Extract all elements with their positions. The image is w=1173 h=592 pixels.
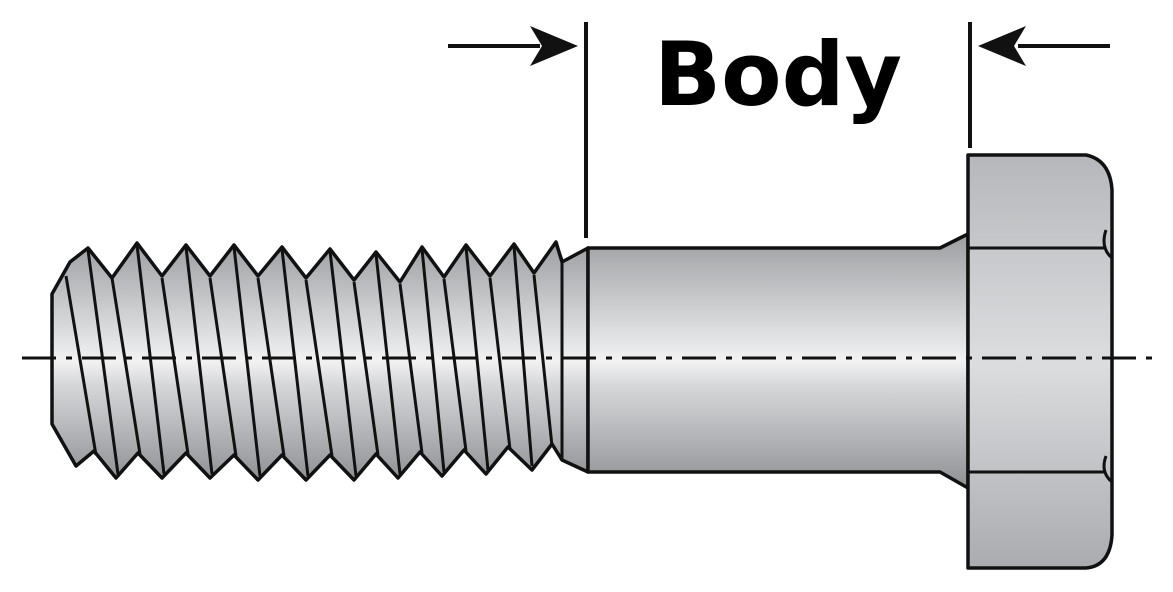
hex-head xyxy=(966,153,1114,570)
body-label: Body xyxy=(654,23,902,126)
thread-section xyxy=(50,240,590,482)
hex-corner-top xyxy=(1102,229,1114,260)
arrow-left-head xyxy=(978,26,1026,66)
thread-helix-lines xyxy=(64,243,564,477)
hex-corner-bottom xyxy=(1102,455,1114,484)
hex-head-outline xyxy=(966,153,1114,570)
thread-body xyxy=(50,240,590,482)
shank-body xyxy=(586,232,970,490)
body-dimension: Body xyxy=(448,22,1110,238)
arrow-right-head xyxy=(530,26,578,66)
